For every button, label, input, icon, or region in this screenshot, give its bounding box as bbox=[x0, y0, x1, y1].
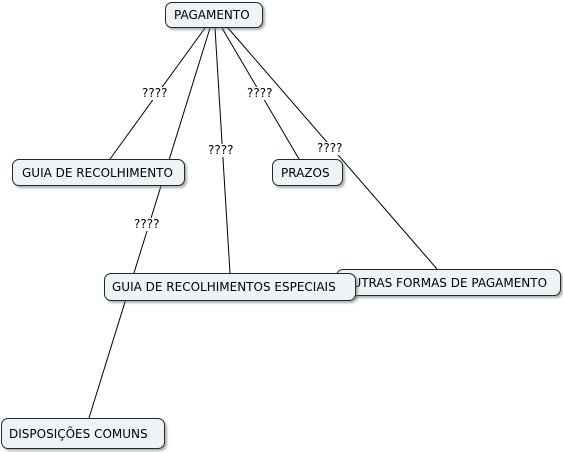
node-pagamento[interactable]: PAGAMENTO bbox=[165, 2, 263, 28]
node-guia-especiais[interactable]: GUIA DE RECOLHIMENTOS ESPECIAIS bbox=[104, 273, 356, 301]
link-label-disposicoes: ???? bbox=[133, 217, 161, 231]
link-label-guia-especiais: ???? bbox=[207, 143, 235, 157]
node-disposicoes[interactable]: DISPOSIÇÕES COMUNS bbox=[1, 418, 165, 449]
node-prazos[interactable]: PRAZOS bbox=[272, 159, 343, 186]
link-label-prazos: ???? bbox=[246, 86, 274, 100]
node-outras-formas-label: OUTRAS FORMAS DE PAGAMENTO bbox=[343, 275, 548, 290]
node-guia-recolhimento[interactable]: GUIA DE RECOLHIMENTO bbox=[12, 159, 185, 186]
node-prazos-label: PRAZOS bbox=[281, 165, 330, 180]
link-label-outras-formas: ???? bbox=[316, 141, 344, 155]
node-guia-especiais-label: GUIA DE RECOLHIMENTOS ESPECIAIS bbox=[112, 280, 336, 294]
link-label-guia-recolhimento: ???? bbox=[141, 86, 169, 100]
node-pagamento-label: PAGAMENTO bbox=[174, 8, 250, 22]
node-outras-formas[interactable]: OUTRAS FORMAS DE PAGAMENTO bbox=[336, 269, 561, 296]
node-disposicoes-label: DISPOSIÇÕES COMUNS bbox=[9, 426, 148, 441]
node-guia-recolhimento-label: GUIA DE RECOLHIMENTO bbox=[22, 165, 173, 180]
